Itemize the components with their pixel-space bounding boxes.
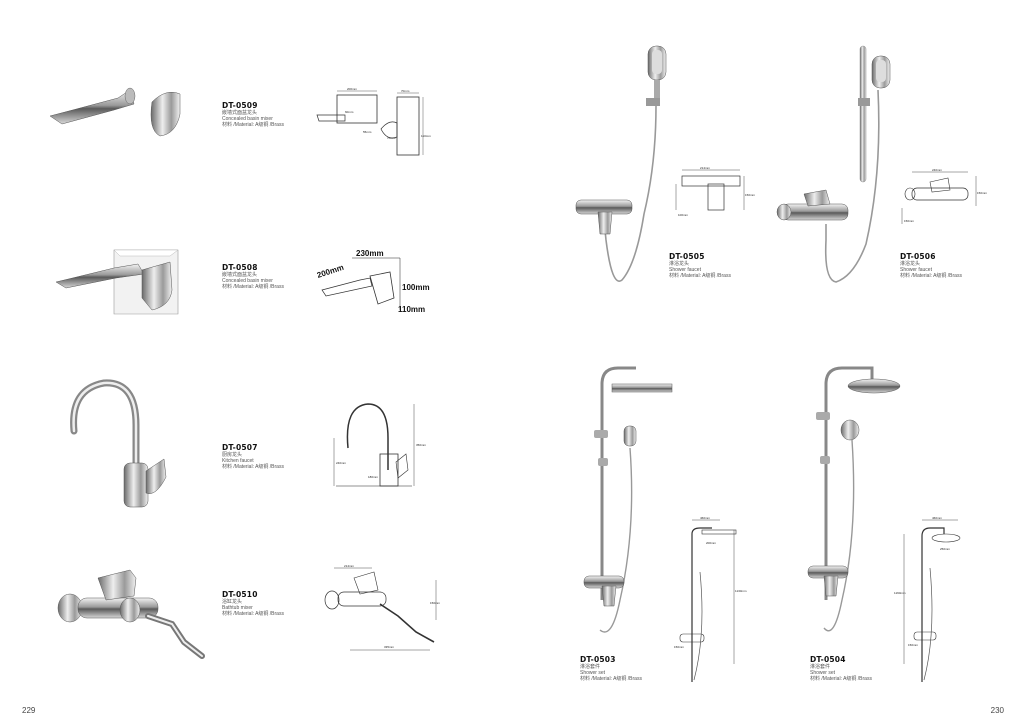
technical-drawing-dt-0505: 214mm 150mm 100mm: [675, 166, 756, 217]
technical-drawing-dt-0508: 230mm 200mm 100mm 110mm: [316, 249, 430, 314]
chinese-name: 淋浴龙头: [669, 261, 690, 267]
chinese-name: 厨房龙头: [222, 452, 243, 458]
dim-label: 110mm: [421, 134, 431, 138]
dim-label: 1160mm: [894, 591, 906, 595]
english-name: Shower faucet: [669, 267, 701, 274]
dim-label: 250mm: [940, 547, 951, 551]
material: 材料 /Material: A级铜 /Brass: [222, 122, 284, 129]
dim-label: 150mm: [908, 643, 919, 647]
dim-label: 460mm: [932, 516, 943, 520]
material: 材料 /Material: A级铜 /Brass: [222, 464, 284, 471]
dim-label: 150mm: [977, 191, 988, 195]
catalog-page-right: 214mm 150mm 100mm DT-0505 淋浴龙头 Shower fa…: [512, 0, 1024, 725]
product-photo-dt-0504: [807, 366, 901, 632]
model-number: DT-0509: [222, 101, 258, 110]
product-photo-dt-0506: [776, 45, 891, 283]
dim-label: 335mm: [384, 645, 395, 649]
model-number: DT-0505: [669, 252, 705, 261]
dim-label: 240mm: [336, 461, 347, 465]
technical-drawing-dt-0510: 214mm 150mm 335mm: [324, 564, 441, 651]
technical-drawing-dt-0507: 350mm 240mm 180mm: [333, 403, 427, 487]
dim-label: 150mm: [904, 219, 915, 223]
english-name: Kitchen faucet: [222, 458, 254, 465]
chinese-name: 浴缸龙头: [222, 599, 243, 605]
dim-label: 100mm: [678, 213, 689, 217]
product-photo-dt-0507: [70, 379, 167, 508]
english-name: Shower set: [580, 670, 606, 677]
material: 材料 /Material: A级铜 /Brass: [669, 273, 731, 280]
material: 材料 /Material: A级铜 /Brass: [810, 676, 872, 683]
product-info-dt-0503: DT-0503 淋浴套件 Shower set 材料 /Material: A级…: [580, 655, 642, 683]
dim-label: 100mm: [402, 283, 430, 292]
dim-label: 150mm: [674, 645, 685, 649]
product-info-dt-0509: DT-0509 嵌墙式面盆龙头 Concealed basin mixer 材料…: [222, 101, 284, 129]
dim-label: 214mm: [344, 564, 355, 568]
english-name: Shower set: [810, 670, 836, 677]
english-name: Bathtub mixer: [222, 605, 253, 612]
material: 材料 /Material: A级铜 /Brass: [222, 611, 284, 618]
material: 材料 /Material: A级铜 /Brass: [900, 273, 962, 280]
english-name: Concealed basin mixer: [222, 116, 273, 123]
model-number: DT-0507: [222, 443, 258, 452]
dim-label: 70mm: [401, 89, 410, 93]
english-name: Shower faucet: [900, 267, 932, 274]
dim-label: 150mm: [430, 601, 441, 605]
product-info-dt-0506: DT-0506 淋浴龙头 Shower faucet 材料 /Material:…: [900, 252, 962, 280]
technical-drawing-dt-0506: 240mm 150mm 150mm: [901, 168, 988, 224]
product-info-dt-0508: DT-0508 嵌墙式面盆龙头 Concealed basin mixer 材料…: [222, 263, 284, 291]
dim-label: 350mm: [416, 443, 427, 447]
product-info-dt-0505: DT-0505 淋浴龙头 Shower faucet 材料 /Material:…: [669, 252, 731, 280]
english-name: Concealed basin mixer: [222, 278, 273, 285]
dim-label: 200mm: [706, 541, 717, 545]
dim-label: 230mm: [356, 249, 384, 258]
product-photo-dt-0509: [49, 87, 181, 137]
page-number-left: 229: [22, 706, 36, 715]
chinese-name: 淋浴套件: [810, 664, 831, 670]
material: 材料 /Material: A级铜 /Brass: [222, 284, 284, 291]
catalog-page-left: DT-0509 嵌墙式面盆龙头 Concealed basin mixer 材料…: [22, 87, 441, 715]
dim-label: 214mm: [700, 166, 711, 170]
page-number-right: 230: [990, 706, 1004, 715]
dim-label: 60mm: [345, 110, 354, 114]
technical-drawing-dt-0503: 460mm 200mm 1130mm 150mm: [674, 516, 747, 682]
chinese-name: 嵌墙式面盆龙头: [222, 110, 258, 116]
dim-label: 200mm: [347, 87, 358, 91]
technical-drawing-dt-0509: 200mm 60mm 70mm 55mm 110mm 70mm: [316, 87, 431, 156]
product-photo-dt-0503: [583, 366, 673, 633]
dim-label: 70mm: [387, 136, 396, 140]
chinese-name: 淋浴套件: [580, 664, 601, 670]
chinese-name: 淋浴龙头: [900, 261, 921, 267]
model-number: DT-0503: [580, 655, 616, 664]
model-number: DT-0506: [900, 252, 936, 261]
product-photo-dt-0505: [575, 45, 667, 282]
dim-label: 240mm: [932, 168, 943, 172]
material: 材料 /Material: A级铜 /Brass: [580, 676, 642, 683]
model-number: DT-0508: [222, 263, 258, 272]
dim-label: 55mm: [363, 130, 372, 134]
dim-label: 1130mm: [735, 589, 747, 593]
technical-drawing-dt-0504: 460mm 250mm 1160mm 150mm: [894, 516, 961, 682]
dim-label: 180mm: [368, 475, 379, 479]
product-info-dt-0510: DT-0510 浴缸龙头 Bathtub mixer 材料 /Material:…: [222, 590, 284, 618]
model-number: DT-0504: [810, 655, 846, 664]
dim-label: 200mm: [316, 263, 345, 280]
model-number: DT-0510: [222, 590, 258, 599]
product-photo-dt-0508: [55, 249, 179, 315]
product-photo-dt-0510: [57, 569, 205, 659]
dim-label: 150mm: [745, 193, 756, 197]
chinese-name: 嵌墙式面盆龙头: [222, 272, 258, 278]
product-info-dt-0507: DT-0507 厨房龙头 Kitchen faucet 材料 /Material…: [222, 443, 284, 471]
product-info-dt-0504: DT-0504 淋浴套件 Shower set 材料 /Material: A级…: [810, 655, 872, 683]
dim-label: 110mm: [398, 305, 425, 314]
dim-label: 460mm: [700, 516, 711, 520]
